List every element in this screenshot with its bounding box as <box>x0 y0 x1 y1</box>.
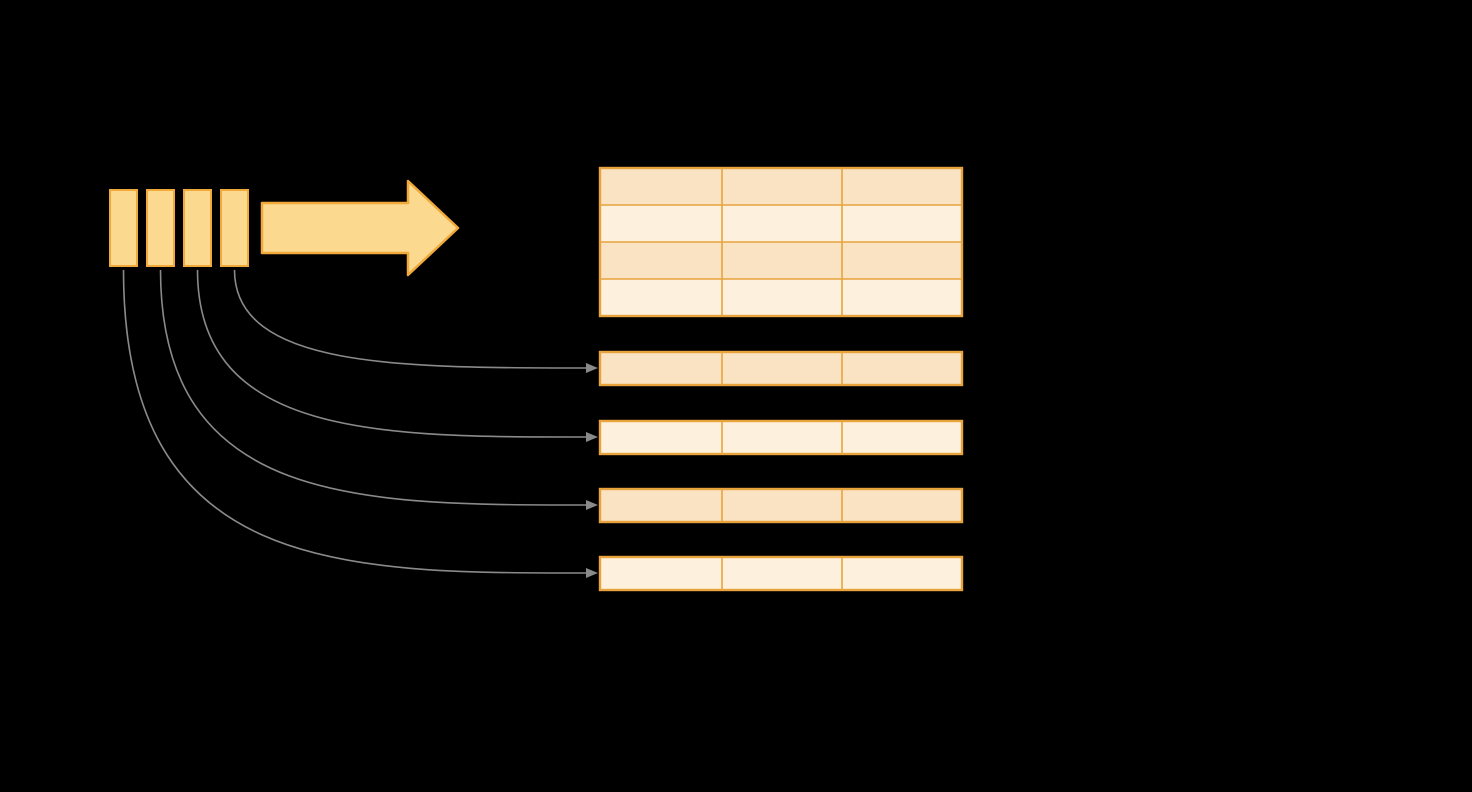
connector-curve <box>196 269 587 438</box>
connector-curve <box>159 269 587 506</box>
matrix-outline <box>598 166 964 318</box>
right-arrow-icon <box>260 179 460 277</box>
row-table-fill <box>600 421 962 454</box>
row-table-outline <box>598 419 964 456</box>
row-table-3 <box>598 487 964 524</box>
row-table-fill <box>600 557 962 590</box>
matrix-row <box>600 168 962 205</box>
row-table-2 <box>598 419 964 456</box>
row-table-4 <box>598 555 964 592</box>
connector-arrowhead-icon <box>586 568 598 578</box>
connector-arrowhead-icon <box>586 363 598 373</box>
row-table-fill <box>600 489 962 522</box>
token-stack <box>109 189 249 267</box>
token-bar <box>220 189 249 267</box>
token-bar <box>146 189 175 267</box>
connectors <box>122 269 598 578</box>
matrix-row <box>600 242 962 279</box>
token-bar <box>183 189 212 267</box>
row-table-1 <box>598 350 964 387</box>
connector-arrowhead-icon <box>586 500 598 510</box>
row-table-outline <box>598 555 964 592</box>
matrix-row <box>600 205 962 242</box>
row-table-fill <box>600 352 962 385</box>
matrix-table <box>598 166 964 318</box>
connector-curve <box>233 269 587 369</box>
matrix-row <box>600 279 962 316</box>
row-table-outline <box>598 350 964 387</box>
connector-arrowhead-icon <box>586 432 598 442</box>
row-table-outline <box>598 487 964 524</box>
connector-curve <box>122 269 587 574</box>
token-bar <box>109 189 138 267</box>
